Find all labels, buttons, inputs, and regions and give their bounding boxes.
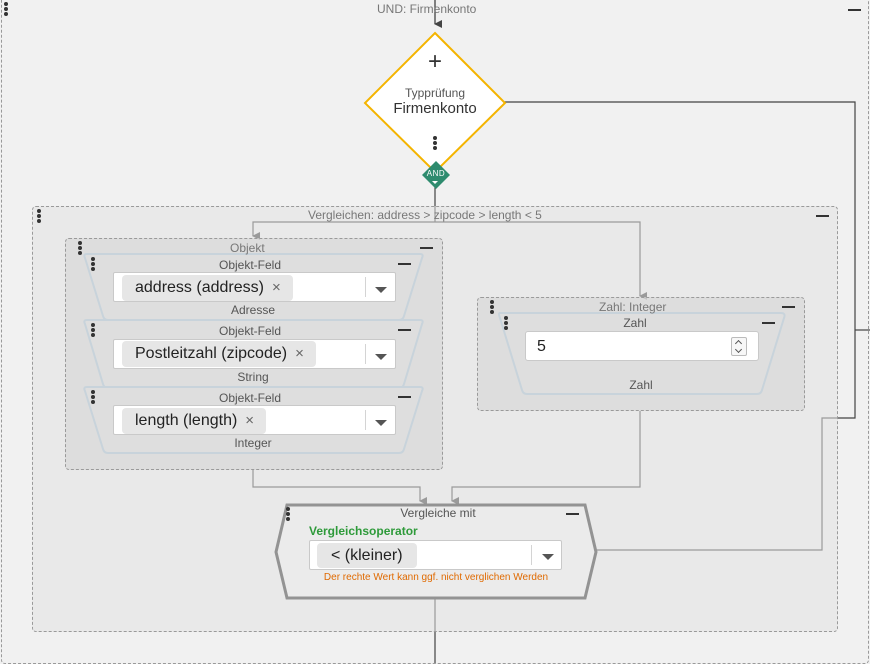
close-icon[interactable]: ×: [271, 279, 281, 296]
type-check-menu-icon[interactable]: [433, 136, 437, 150]
chevron-down-icon[interactable]: [375, 354, 387, 360]
object-field-chip-3: length (length) ×: [122, 408, 267, 434]
object-field-value-3: length (length): [135, 412, 238, 429]
object-field-collapse-icon-3[interactable]: [398, 396, 411, 398]
object-field-chip-1: address (address) ×: [122, 275, 293, 301]
number-input[interactable]: 5: [525, 331, 759, 361]
and-badge-chevron-icon: [432, 181, 438, 184]
compare-group-collapse-icon[interactable]: [816, 215, 829, 217]
compare-operator-label: Vergleichsoperator: [309, 524, 418, 538]
add-icon[interactable]: +: [427, 48, 442, 75]
object-group-menu-icon[interactable]: [78, 241, 82, 255]
compare-node-header: Vergleiche mit: [400, 506, 476, 520]
close-icon[interactable]: ×: [245, 412, 255, 429]
object-field-header-3: Objekt-Feld: [218, 391, 282, 405]
object-field-menu-icon-3[interactable]: [91, 390, 95, 404]
number-group-title: Zahl: Integer: [599, 300, 667, 314]
object-field-type-3: Integer: [234, 436, 272, 450]
object-field-menu-icon-2[interactable]: [91, 323, 95, 337]
number-node-type: Zahl: [629, 378, 653, 392]
compare-node-collapse-icon[interactable]: [566, 513, 579, 515]
number-node-menu-icon[interactable]: [504, 316, 508, 330]
object-field-collapse-icon-2[interactable]: [398, 329, 411, 331]
compare-group-menu-icon[interactable]: [37, 209, 41, 223]
chevron-down-icon[interactable]: [375, 420, 387, 426]
chevron-down-icon[interactable]: [375, 287, 387, 293]
object-field-value-2: Postleitzahl (zipcode): [135, 345, 288, 362]
object-field-chip-2: Postleitzahl (zipcode) ×: [122, 341, 316, 367]
object-group-collapse-icon[interactable]: [420, 247, 433, 249]
number-group-collapse-icon[interactable]: [782, 306, 795, 308]
compare-operator-value: < (kleiner): [331, 547, 403, 564]
object-field-header-1: Objekt-Feld: [218, 258, 282, 272]
object-group-title: Objekt: [230, 241, 265, 255]
outer-collapse-icon[interactable]: [848, 9, 861, 11]
number-group-menu-icon[interactable]: [490, 300, 494, 314]
number-node-header: Zahl: [623, 316, 647, 330]
object-field-type-2: String: [237, 370, 269, 384]
outer-group-title: UND: Firmenkonto: [377, 2, 477, 16]
object-field-collapse-icon-1[interactable]: [398, 263, 411, 265]
number-input-value: 5: [537, 338, 546, 355]
outer-menu-icon[interactable]: [4, 2, 8, 16]
object-field-menu-icon-1[interactable]: [91, 257, 95, 271]
object-field-header-2: Objekt-Feld: [218, 324, 282, 338]
chevron-down-icon[interactable]: [542, 554, 554, 560]
object-field-value-1: address (address): [135, 279, 264, 296]
type-check-subtitle: Typprüfung: [404, 86, 466, 100]
compare-group-title: Vergleichen: address > zipcode > length …: [308, 208, 542, 222]
compare-warning: Der rechte Wert kann ggf. nicht verglich…: [323, 572, 549, 583]
type-check-title: Firmenkonto: [393, 100, 477, 117]
compare-operator-chip: < (kleiner): [317, 543, 417, 568]
and-badge-label: AND: [426, 169, 446, 178]
and-badge-shape[interactable]: [422, 161, 450, 189]
number-node-collapse-icon[interactable]: [762, 322, 775, 324]
object-field-type-1: Adresse: [230, 303, 276, 317]
close-icon[interactable]: ×: [295, 345, 304, 362]
spinner-icon[interactable]: [731, 337, 747, 356]
compare-node-menu-icon[interactable]: [286, 507, 290, 521]
